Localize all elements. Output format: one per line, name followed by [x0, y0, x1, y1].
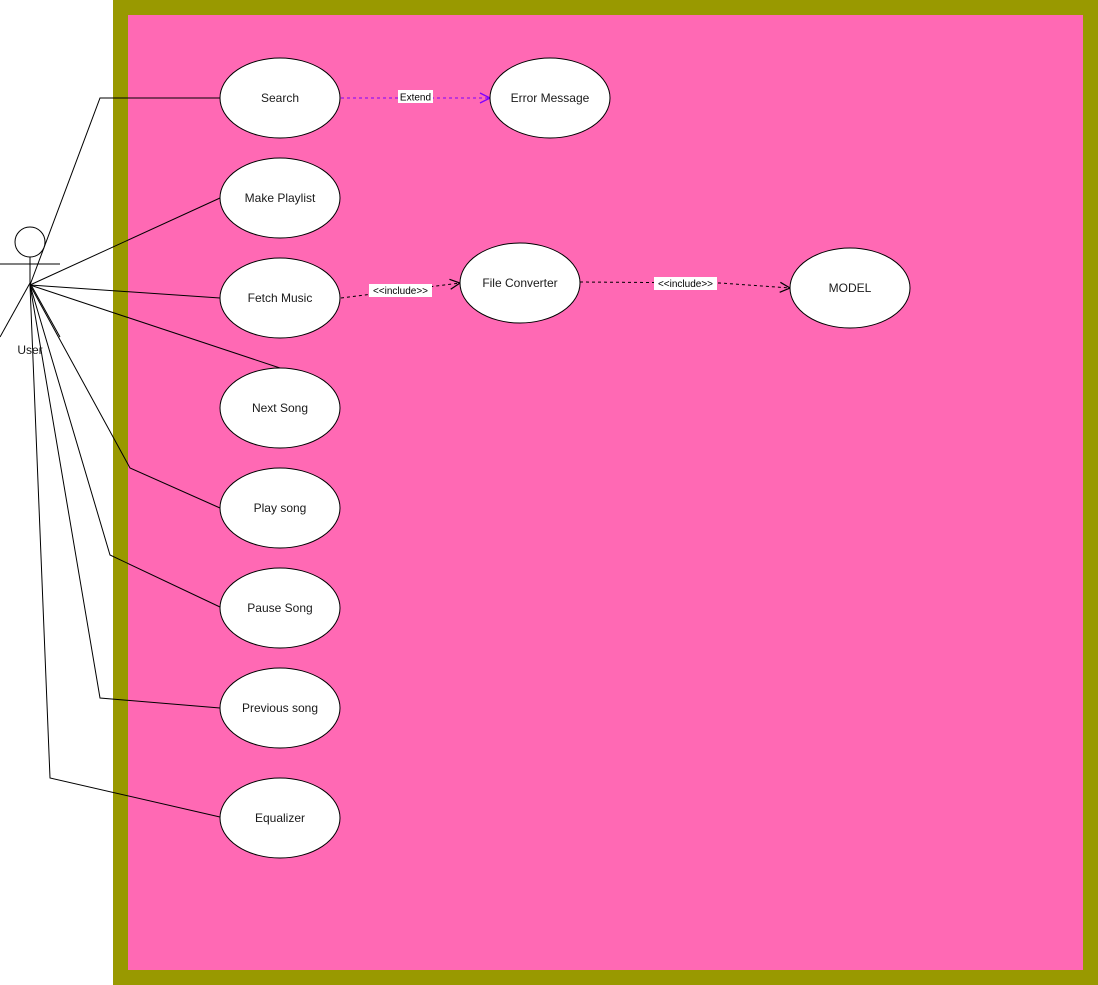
use-case-label: Next Song: [252, 401, 308, 415]
association-next-song[interactable]: [29, 284, 281, 369]
actor-head: [14, 226, 46, 258]
actor-user[interactable]: User: [0, 226, 61, 357]
association-previous-song[interactable]: [29, 284, 221, 709]
include-label-2: <<include>>: [658, 279, 713, 290]
include-label-1: <<include>>: [373, 286, 428, 297]
use-case-fetch-music[interactable]: Fetch Music: [219, 257, 341, 339]
use-case-make-playlist[interactable]: Make Playlist: [219, 157, 341, 239]
use-case-play-song[interactable]: Play song: [219, 467, 341, 549]
association-search[interactable]: [29, 97, 220, 286]
use-case-error-message[interactable]: Error Message: [489, 57, 611, 139]
extend-label-bg: [398, 90, 433, 103]
use-case-model[interactable]: MODEL: [789, 247, 911, 329]
actor-associations: [29, 97, 281, 818]
use-case-label: Previous song: [242, 701, 318, 715]
use-cases: Search Error Message Make Playlist Fetch…: [219, 57, 911, 859]
association-equalizer[interactable]: [29, 284, 221, 818]
use-case-search[interactable]: Search: [219, 57, 341, 139]
use-case-file-converter[interactable]: File Converter: [459, 242, 581, 324]
use-case-label: File Converter: [482, 276, 557, 290]
association-fetch-music[interactable]: [29, 284, 221, 299]
include-label-bg-1: [369, 284, 432, 297]
use-case-label: Make Playlist: [245, 191, 316, 205]
actor-left-leg: [0, 282, 31, 338]
include-label-bg-2: [654, 277, 717, 290]
use-case-label: Equalizer: [255, 811, 305, 825]
use-case-label: Search: [261, 91, 299, 105]
include-relation-line-2[interactable]: [579, 281, 790, 288]
use-case-previous-song[interactable]: Previous song: [219, 667, 341, 749]
use-case-equalizer[interactable]: Equalizer: [219, 777, 341, 859]
association-pause-song[interactable]: [29, 284, 221, 608]
use-case-next-song[interactable]: Next Song: [219, 367, 341, 449]
use-case-label: Play song: [254, 501, 307, 515]
include-relation-line-1[interactable]: [340, 283, 460, 299]
relations: Extend <<include>> <<include>>: [340, 90, 790, 299]
use-case-label: MODEL: [829, 281, 872, 295]
actor-right-leg: [29, 282, 61, 338]
association-play-song[interactable]: [29, 284, 221, 509]
use-case-pause-song[interactable]: Pause Song: [219, 567, 341, 649]
use-case-label: Fetch Music: [248, 291, 313, 305]
use-case-label: Error Message: [511, 91, 590, 105]
extend-label: Extend: [400, 93, 431, 104]
use-case-label: Pause Song: [247, 601, 312, 615]
association-make-playlist[interactable]: [29, 197, 221, 286]
actor-label: User: [17, 343, 42, 357]
